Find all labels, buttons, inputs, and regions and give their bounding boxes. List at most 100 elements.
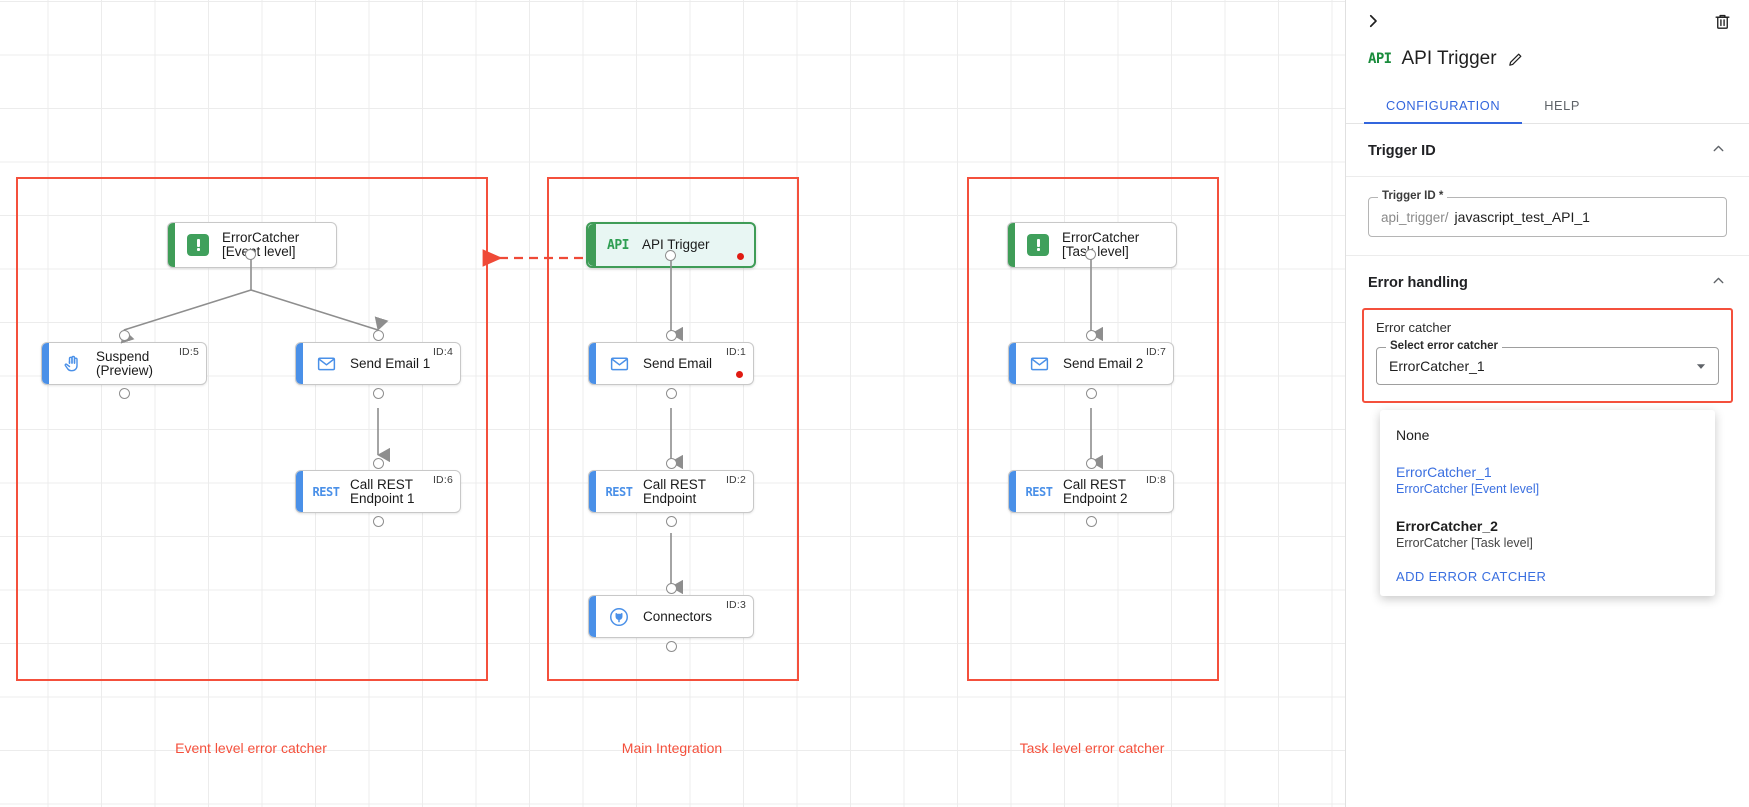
node-api-trigger[interactable]: API API Trigger (586, 222, 756, 268)
port-connectors-in[interactable] (666, 583, 677, 594)
connector-plug-icon (607, 605, 631, 629)
trigger-id-value: javascript_test_API_1 (1454, 209, 1590, 225)
node-accent-bar (42, 343, 49, 384)
envelope-icon (314, 352, 338, 376)
flow-canvas[interactable]: Event level error catcher Main Integrati… (0, 0, 1345, 807)
port-call-rest-in[interactable] (666, 458, 677, 469)
panel-title-row: API API Trigger (1346, 42, 1749, 76)
node-id-badge: ID:1 (725, 346, 746, 358)
api-icon: API (1368, 51, 1392, 67)
node-accent-bar (589, 471, 596, 512)
rest-icon-text: REST (312, 484, 340, 499)
port-api-trigger-out[interactable] (665, 250, 676, 261)
node-accent-bar (1009, 471, 1016, 512)
port-call-rest-1-out[interactable] (373, 516, 384, 527)
add-error-catcher-button[interactable]: ADD ERROR CATCHER (1396, 569, 1547, 584)
group-label-main-integration: Main Integration (621, 740, 723, 756)
node-call-rest-endpoint-2[interactable]: REST Call REST Endpoint 2 ID:8 (1008, 470, 1174, 513)
section-trigger-id-header[interactable]: Trigger ID (1346, 124, 1749, 177)
status-dot (736, 371, 743, 378)
port-send-email-1-out[interactable] (373, 388, 384, 399)
rest-icon: REST (1025, 480, 1053, 504)
chevron-right-icon[interactable] (1360, 8, 1386, 34)
port-call-rest-2-in[interactable] (1086, 458, 1097, 469)
node-send-email-1[interactable]: Send Email 1 ID:4 (295, 342, 461, 385)
node-accent-bar (588, 224, 596, 266)
error-catcher-icon (1026, 233, 1050, 257)
select-error-catcher[interactable]: Select error catcher ErrorCatcher_1 (1376, 340, 1719, 385)
node-accent-bar (296, 471, 303, 512)
node-id-badge: ID:4 (432, 346, 453, 358)
select-error-catcher-legend: Select error catcher (1386, 340, 1503, 352)
node-label: ErrorCatcher [Task level] (1062, 230, 1140, 259)
port-connectors-out[interactable] (666, 641, 677, 652)
group-box-event-level[interactable] (16, 177, 488, 681)
port-suspend-out[interactable] (119, 388, 130, 399)
details-panel: API API Trigger CONFIGURATION HELP Trigg… (1345, 0, 1749, 807)
group-label-task-level: Task level error catcher (1019, 740, 1165, 756)
section-title: Error handling (1368, 275, 1468, 291)
rest-icon: REST (312, 480, 340, 504)
port-send-email-2-in[interactable] (1086, 330, 1097, 341)
node-errorcatcher-task-level[interactable]: ErrorCatcher [Task level] (1007, 222, 1177, 268)
node-accent-bar (589, 596, 596, 637)
error-catcher-icon (186, 233, 210, 257)
chevron-down-icon[interactable] (1694, 359, 1708, 373)
trash-icon[interactable] (1709, 8, 1735, 34)
node-label: Call REST Endpoint 1 (350, 476, 415, 506)
port-errorcatcher-event-out[interactable] (245, 249, 256, 260)
pencil-icon[interactable] (1507, 51, 1524, 68)
dropdown-option-none[interactable]: None (1380, 419, 1715, 451)
node-id-badge: ID:7 (1145, 346, 1166, 358)
node-call-rest-endpoint-1[interactable]: REST Call REST Endpoint 1 ID:6 (295, 470, 461, 513)
chevron-up-icon[interactable] (1710, 140, 1727, 162)
node-id-badge: ID:3 (725, 599, 746, 611)
error-catcher-dropdown[interactable]: None ErrorCatcher_1 ErrorCatcher [Event … (1380, 410, 1715, 596)
port-send-email-2-out[interactable] (1086, 388, 1097, 399)
dropdown-option-label: ErrorCatcher_2 (1396, 518, 1498, 534)
node-send-email[interactable]: Send Email ID:1 (588, 342, 754, 385)
hand-icon (60, 352, 84, 376)
port-call-rest-2-out[interactable] (1086, 516, 1097, 527)
dropdown-option-label: None (1396, 427, 1430, 443)
node-suspend-preview[interactable]: Suspend (Preview) ID:5 (41, 342, 207, 385)
dropdown-option-errorcatcher-1[interactable]: ErrorCatcher_1 ErrorCatcher [Event level… (1380, 451, 1715, 505)
node-accent-bar (589, 343, 596, 384)
node-connectors[interactable]: Connectors ID:3 (588, 595, 754, 638)
node-label: API Trigger (642, 237, 710, 252)
port-call-rest-out[interactable] (666, 516, 677, 527)
node-errorcatcher-event-level[interactable]: ErrorCatcher [Event level] (167, 222, 337, 268)
port-send-email-in[interactable] (666, 330, 677, 341)
port-suspend-in[interactable] (119, 330, 130, 341)
group-box-main-integration[interactable] (547, 177, 799, 681)
trigger-id-legend: Trigger ID * (1378, 190, 1448, 202)
dropdown-option-errorcatcher-2[interactable]: ErrorCatcher_2 ErrorCatcher [Task level] (1380, 505, 1715, 559)
node-accent-bar (1009, 343, 1016, 384)
trigger-id-field-wrap: Trigger ID * api_trigger/ javascript_tes… (1346, 177, 1749, 256)
rest-icon-text: REST (1025, 484, 1053, 499)
tab-configuration[interactable]: CONFIGURATION (1364, 90, 1523, 124)
node-label: Suspend (Preview) (96, 348, 154, 378)
node-send-email-2[interactable]: Send Email 2 ID:7 (1008, 342, 1174, 385)
tab-help[interactable]: HELP (1544, 98, 1581, 113)
panel-topbar (1346, 0, 1749, 42)
port-send-email-1-in[interactable] (373, 330, 384, 341)
chevron-up-icon[interactable] (1710, 272, 1727, 294)
port-send-email-out[interactable] (666, 388, 677, 399)
node-label: Send Email 2 (1063, 355, 1144, 371)
section-error-handling-header[interactable]: Error handling (1346, 256, 1749, 308)
page-title: API Trigger (1401, 48, 1497, 69)
dropdown-option-sublabel: ErrorCatcher [Event level] (1396, 482, 1540, 496)
node-call-rest-endpoint[interactable]: REST Call REST Endpoint ID:2 (588, 470, 754, 513)
api-icon: API (606, 233, 630, 257)
envelope-icon (607, 352, 631, 376)
group-box-task-level[interactable] (967, 177, 1219, 681)
port-errorcatcher-task-out[interactable] (1085, 249, 1096, 260)
rest-icon: REST (606, 480, 633, 504)
port-call-rest-1-in[interactable] (373, 458, 384, 469)
trigger-id-input[interactable]: Trigger ID * api_trigger/ javascript_tes… (1368, 190, 1727, 237)
group-label-event-level: Event level error catcher (175, 740, 327, 756)
node-id-badge: ID:6 (432, 474, 453, 486)
node-label: Connectors (643, 608, 713, 624)
